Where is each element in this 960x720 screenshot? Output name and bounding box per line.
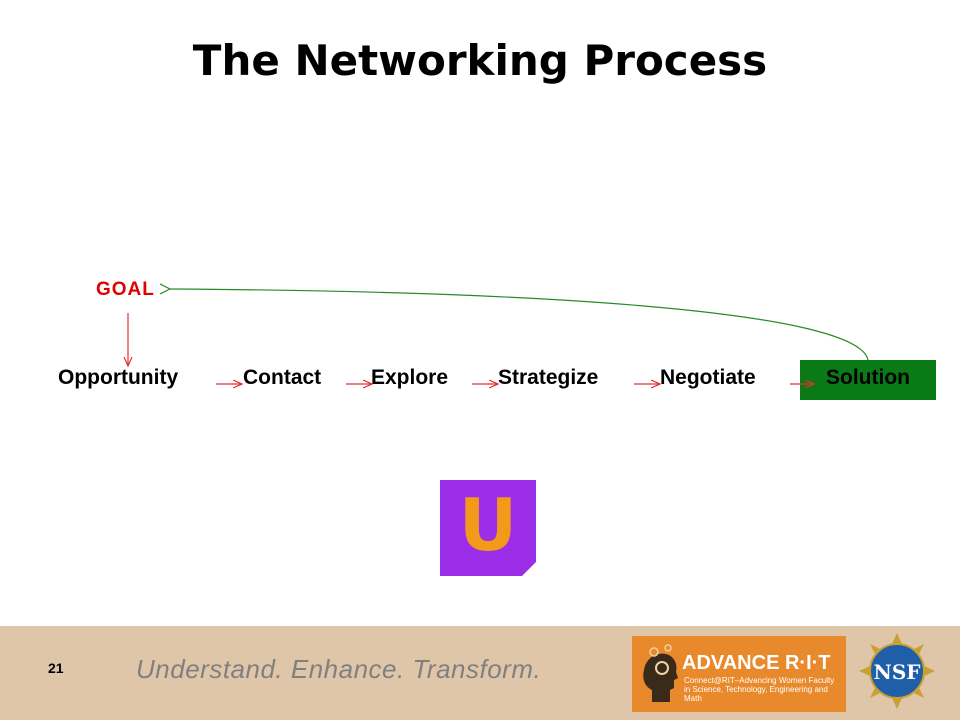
nsf-logo-text: NSF [874,660,921,684]
advance-rit-logo: ADVANCE R·I·T Connect@RIT–Advancing Wome… [632,636,846,712]
step-strategize: Strategize [498,366,599,389]
page-number: 21 [48,660,64,676]
step-negotiate: Negotiate [660,366,756,389]
step-explore: Explore [371,366,449,389]
advance-logo-subtitle: Connect@RIT–Advancing Women Faculty in S… [684,676,835,703]
u-badge [440,480,536,576]
nsf-logo: NSF [859,633,935,709]
tagline: Understand. Enhance. Transform. [136,654,542,684]
feedback-arrow [170,289,869,361]
step-solution: Solution [800,360,936,400]
step-opportunity: Opportunity [58,366,179,389]
head-gears-icon [643,644,678,702]
advance-logo-title: ADVANCE R·I·T [682,652,831,674]
u-badge-letter: U [458,483,518,567]
slide-title: The Networking Process [192,36,768,85]
step-contact: Contact [243,366,322,389]
goal-label: GOAL [96,279,155,300]
